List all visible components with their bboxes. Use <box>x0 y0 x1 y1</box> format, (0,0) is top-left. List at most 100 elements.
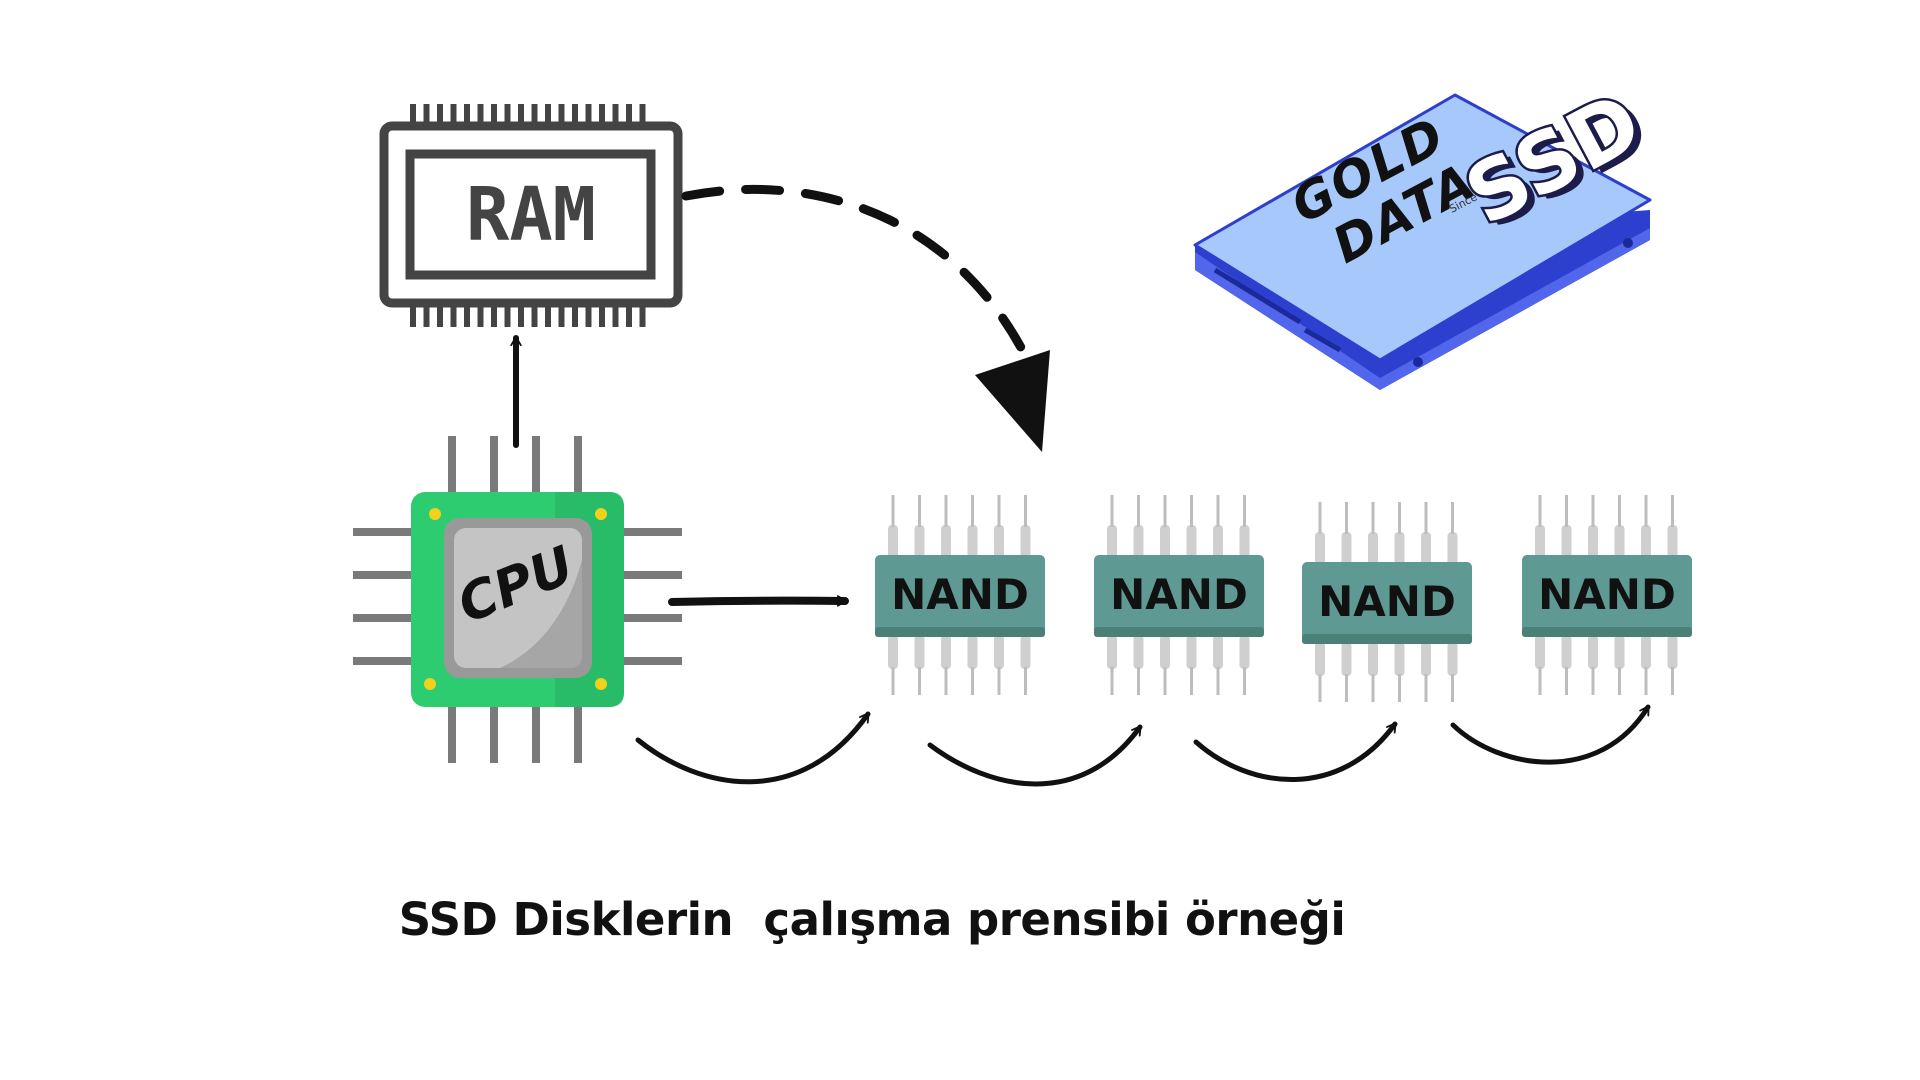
ram-module: RAM <box>379 104 683 327</box>
cpu-core-shine <box>500 560 582 668</box>
nand-chip: NAND <box>875 495 1045 695</box>
ram-pin <box>585 303 592 327</box>
nand-chip: NAND <box>1522 495 1692 695</box>
ram-pin <box>572 104 578 126</box>
cpu-pin <box>574 707 582 763</box>
ssd-screw-hole <box>1623 238 1633 248</box>
nand-pins <box>1315 502 1458 702</box>
cpu-pin <box>353 657 411 665</box>
nand-pin-lead <box>1318 502 1322 534</box>
nand-body <box>1302 562 1472 644</box>
nand-pin-lead <box>1216 495 1220 527</box>
nand-pin-lead <box>1024 495 1027 527</box>
nand-pin-lead <box>891 667 895 695</box>
nand-pin-lead <box>1591 667 1595 695</box>
nand-pin-lead <box>944 495 948 527</box>
nand-body <box>875 555 1045 637</box>
nand-pin <box>1133 635 1144 669</box>
cpu-pin <box>624 571 682 579</box>
nand-pin-lead <box>1565 667 1568 695</box>
nand-pin-lead <box>1371 674 1375 702</box>
nand-chip: NAND <box>1094 495 1264 695</box>
ram-pins-bottom <box>410 303 646 327</box>
nand-label: NAND <box>891 570 1029 619</box>
nand-pin-lead <box>1424 502 1428 534</box>
ram-pin <box>572 303 578 327</box>
nand-pin-lead <box>1451 502 1454 534</box>
arrow-curve-cpu-to-nand1 <box>635 711 871 785</box>
nand-pin <box>1107 525 1117 559</box>
ssd-screw-hole <box>1413 357 1423 367</box>
diagram-caption: SSD Disklerin çalışma prensibi örneği <box>398 893 1346 946</box>
nand-pin-lead <box>1618 495 1621 527</box>
nand-pin-lead <box>918 667 921 695</box>
nand-body <box>1522 555 1692 637</box>
nand-label: NAND <box>1318 577 1456 626</box>
nand-pin-lead <box>1137 495 1140 527</box>
nand-pin <box>1614 525 1625 559</box>
ssd-connector-slot <box>1303 327 1342 353</box>
nand-pin-lead <box>1644 667 1648 695</box>
nand-row: NAND NAND NAND NAND <box>875 495 1692 702</box>
nand-body-shadow <box>1094 627 1264 637</box>
nand-pin <box>941 635 951 669</box>
ram-pin <box>612 303 619 327</box>
ssd-connector-slot <box>1213 267 1302 325</box>
ram-pin <box>626 104 632 126</box>
nand-body-shadow <box>875 627 1045 637</box>
nand-pin <box>1341 642 1352 676</box>
nand-pin-lead <box>1424 674 1428 702</box>
ram-pin <box>599 104 605 126</box>
nand-pin-lead <box>1371 502 1375 534</box>
nand-pin <box>1588 525 1598 559</box>
ram-pin <box>410 303 416 327</box>
nand-pin-lead <box>1216 667 1220 695</box>
nand-pin-lead <box>997 495 1001 527</box>
nand-pin <box>994 525 1004 559</box>
nand-pin-lead <box>918 495 921 527</box>
ram-pin <box>477 303 484 327</box>
arrow-curve-nand3-to-nand4 <box>1450 704 1651 765</box>
nand-pin <box>1133 525 1144 559</box>
nand-pin <box>1535 525 1545 559</box>
ram-pin <box>423 303 430 327</box>
nand-pin <box>1315 532 1325 566</box>
ram-pin <box>410 104 416 126</box>
cpu-corner-dot <box>424 678 436 690</box>
nand-pin-lead <box>1110 667 1114 695</box>
nand-pin <box>1447 642 1458 676</box>
cpu-pin <box>624 657 682 665</box>
nand-pin-lead <box>944 667 948 695</box>
nand-pin <box>1421 532 1431 566</box>
cpu-pin <box>490 707 498 763</box>
nand-pin <box>1239 635 1250 669</box>
ssd-top-face <box>1193 93 1652 362</box>
nand-pin <box>1160 525 1170 559</box>
nand-pin <box>1239 525 1250 559</box>
ram-pin <box>599 303 605 327</box>
nand-label: NAND <box>1538 570 1676 619</box>
nand-pin-lead <box>1345 674 1348 702</box>
nand-pin <box>1667 635 1678 669</box>
nand-pin <box>1213 635 1223 669</box>
ssd-drive: GOLD DATA Since 2012 SSD SSD <box>1193 72 1664 390</box>
arrow-curve-nand1-to-nand2 <box>927 724 1143 787</box>
nand-pin <box>1107 635 1117 669</box>
ram-pin <box>450 303 457 327</box>
nand-pin-lead <box>1671 495 1674 527</box>
nand-pin <box>1394 532 1405 566</box>
arrow-ram-to-nand-dashed <box>681 184 1035 370</box>
ram-pin <box>518 303 524 327</box>
nand-pin <box>1561 525 1572 559</box>
nand-pin <box>994 635 1004 669</box>
ram-pin <box>504 104 511 126</box>
nand-pin <box>1368 642 1378 676</box>
nand-body-shadow <box>1302 634 1472 644</box>
ram-inner-frame <box>405 149 656 280</box>
ram-pin <box>491 104 497 126</box>
nand-pin-lead <box>997 667 1001 695</box>
ram-pin <box>450 104 457 126</box>
ram-pin <box>423 104 430 126</box>
nand-pin-lead <box>1110 495 1114 527</box>
